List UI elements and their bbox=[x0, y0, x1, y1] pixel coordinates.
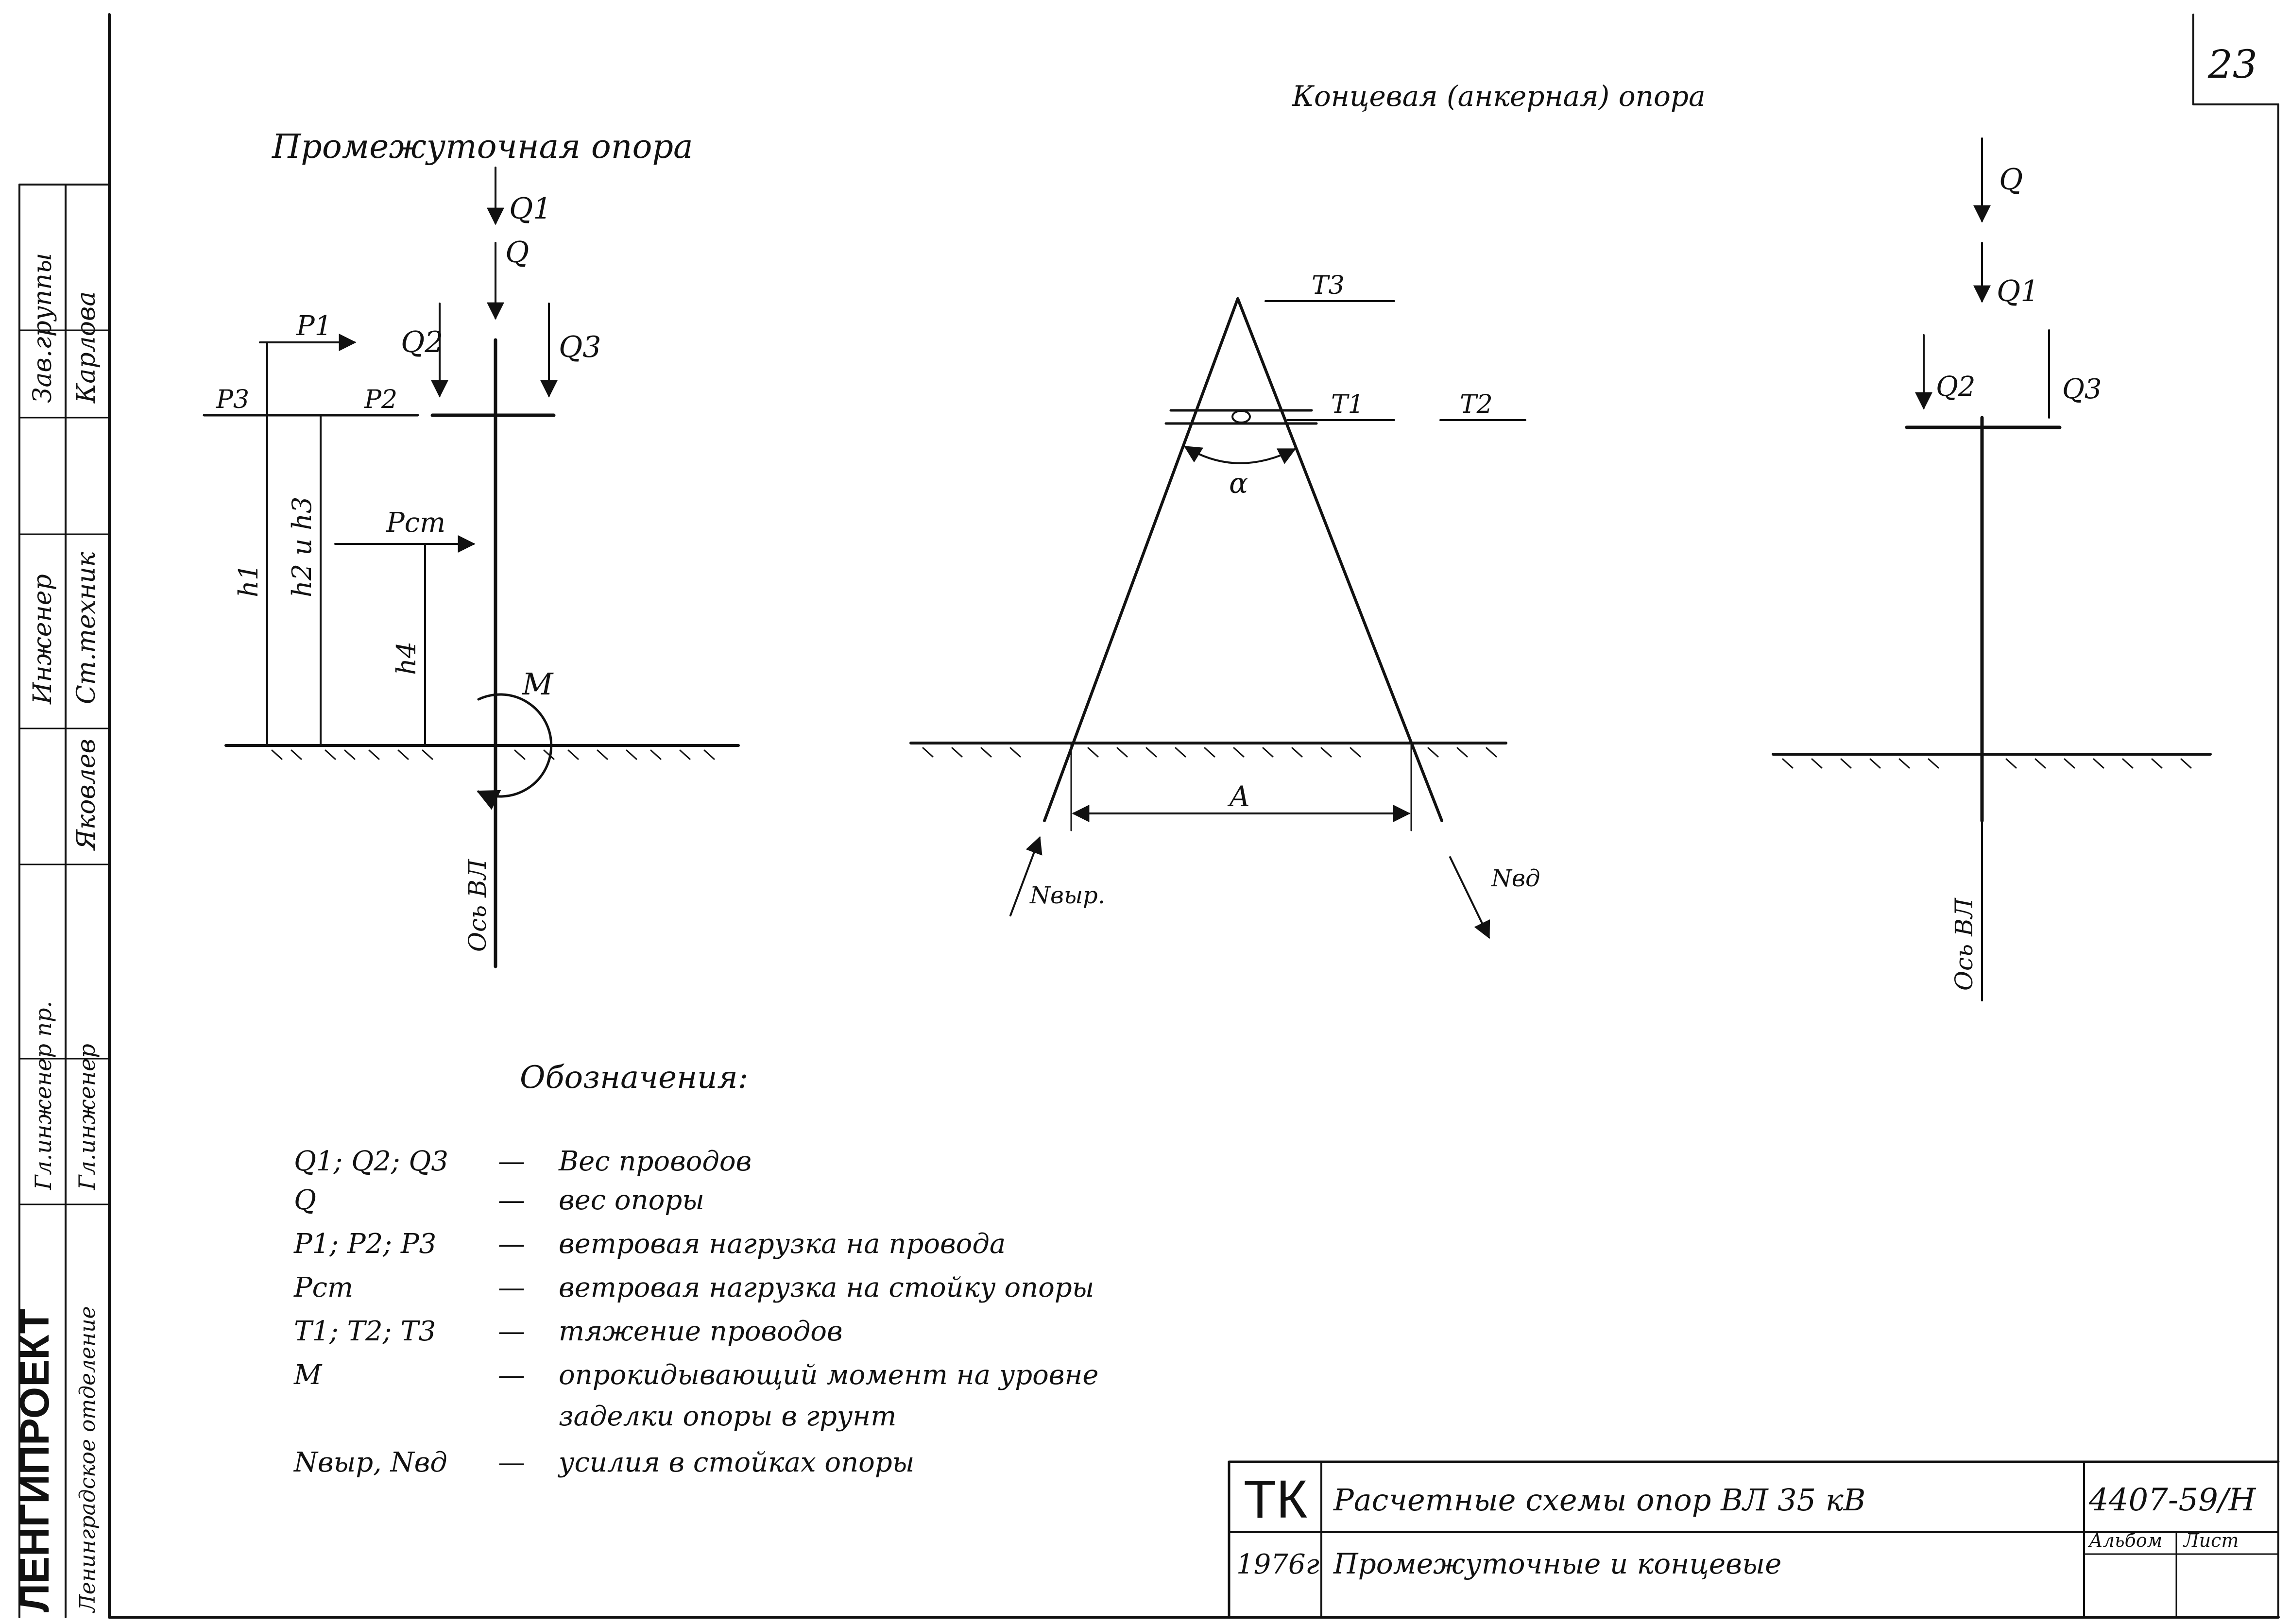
label-h1: h1 bbox=[233, 564, 264, 597]
legend-symbol-6: М bbox=[293, 1359, 323, 1391]
legend-text-3: ветровая нагрузка на провода bbox=[559, 1228, 1006, 1260]
title-stamp-code: ТК bbox=[1244, 1470, 1307, 1529]
intermediate-pole-title: Промежуточная опора bbox=[271, 128, 693, 166]
legend-dash-6: — bbox=[498, 1359, 525, 1391]
anchor-side-view bbox=[1772, 137, 2212, 1001]
label-q2-side: Q2 bbox=[1936, 371, 1976, 403]
label-a: А bbox=[1227, 780, 1250, 813]
label-h2h3: h2 и h3 bbox=[287, 497, 317, 597]
legend-dash-2: — bbox=[498, 1184, 525, 1216]
legend-dash-5: — bbox=[498, 1316, 525, 1347]
legend-dash-1: — bbox=[498, 1146, 525, 1177]
page-number: 23 bbox=[2207, 42, 2257, 87]
anchor-crossarm-joint bbox=[1231, 410, 1251, 423]
label-axis-intermediate: Ось ВЛ bbox=[463, 859, 492, 952]
label-q2-intermediate: Q2 bbox=[401, 325, 443, 359]
legend-dash-3: — bbox=[498, 1228, 525, 1260]
label-nvyr: Nвыр. bbox=[1029, 882, 1105, 909]
legend-symbol-1: Q1; Q2; Q3 bbox=[294, 1146, 448, 1177]
anchor-leg-left bbox=[1043, 297, 1239, 822]
legend-text-8: усилия в стойках опоры bbox=[557, 1447, 914, 1478]
legend: Q1; Q2; Q3 — Вес проводов Q — вес опоры … bbox=[293, 1146, 1098, 1478]
title-line-2: Промежуточные и концевые bbox=[1333, 1547, 1781, 1580]
label-alpha: α bbox=[1229, 467, 1248, 500]
arrow-nvd bbox=[1449, 856, 1490, 939]
stamp-role-4: Гл.инженер пр. bbox=[30, 1001, 56, 1190]
legend-symbol-2: Q bbox=[294, 1184, 316, 1216]
title-block bbox=[1228, 1460, 2280, 1619]
label-q1-intermediate: Q1 bbox=[509, 192, 551, 226]
label-nvd: Nвд bbox=[1491, 865, 1540, 892]
legend-dash-8: — bbox=[498, 1447, 525, 1478]
intermediate-ground-hatch bbox=[271, 749, 715, 760]
legend-symbol-5: T1; T2; T3 bbox=[294, 1316, 436, 1347]
legend-symbol-8: Nвыр, Nвд bbox=[293, 1447, 447, 1478]
label-p2: P2 bbox=[364, 385, 397, 414]
legend-text-4: ветровая нагрузка на стойку опоры bbox=[559, 1272, 1094, 1303]
legend-text-5: тяжение проводов bbox=[559, 1316, 843, 1347]
label-p1: P1 bbox=[296, 310, 332, 342]
legend-symbol-4: Pст bbox=[293, 1272, 353, 1303]
label-q3-intermediate: Q3 bbox=[559, 330, 601, 364]
stamp-organization: ЛЕНГИПРОЕКТ bbox=[12, 1309, 57, 1612]
legend-text-7: заделки опоры в грунт bbox=[559, 1401, 896, 1432]
side-ground-hatch bbox=[1782, 758, 2192, 769]
label-m-intermediate: М bbox=[522, 666, 554, 702]
stamp-name-2: Яковлев bbox=[72, 739, 101, 851]
stamp-role-5: Гл.инженер bbox=[74, 1044, 100, 1190]
legend-symbol-3: P1; P2; P3 bbox=[293, 1228, 436, 1260]
anchor-ground-hatch bbox=[922, 747, 1497, 758]
stamp-role-1: Зав.группы bbox=[28, 253, 57, 403]
anchor-pole-scheme bbox=[909, 297, 1526, 939]
album-label: Альбом bbox=[2087, 1530, 2162, 1551]
legend-text-1: Вес проводов bbox=[558, 1146, 752, 1177]
label-t2: Т2 bbox=[1460, 390, 1493, 419]
legend-title: Обозначения: bbox=[520, 1060, 748, 1096]
stamp-role-2: Инженер bbox=[28, 574, 57, 705]
legend-text-6: опрокидывающий момент на уровне bbox=[559, 1359, 1098, 1391]
label-p3: P3 bbox=[216, 385, 249, 414]
label-q1-side: Q1 bbox=[1997, 274, 2039, 308]
legend-dash-4: — bbox=[498, 1272, 525, 1303]
title-year: 1976г bbox=[1236, 1549, 1319, 1580]
stamp-department: Ленинградское отделение bbox=[75, 1306, 100, 1613]
intermediate-pole-scheme bbox=[203, 167, 740, 968]
document-number: 4407-59/Н bbox=[2088, 1482, 2256, 1518]
anchor-pole-title: Концевая (анкерная) опора bbox=[1292, 80, 1706, 113]
label-h4: h4 bbox=[391, 642, 422, 675]
side-stamp bbox=[18, 184, 110, 1618]
sheet-label: Лист bbox=[2183, 1530, 2239, 1551]
legend-text-2: вес опоры bbox=[559, 1184, 704, 1216]
label-t3: Т3 bbox=[1312, 271, 1345, 300]
label-t1: Т1 bbox=[1331, 390, 1364, 419]
label-q3-side: Q3 bbox=[2062, 373, 2102, 405]
title-line-1: Расчетные схемы опор ВЛ 35 кВ bbox=[1333, 1482, 1865, 1518]
drawing-frame bbox=[108, 13, 2280, 1619]
arrow-nvyr bbox=[1009, 836, 1042, 916]
label-q-side: Q bbox=[1999, 163, 2023, 197]
label-pst: Pст bbox=[386, 507, 445, 539]
angle-alpha-arc bbox=[1183, 446, 1297, 464]
anchor-leg-right bbox=[1236, 297, 1443, 822]
label-q-intermediate: Q bbox=[505, 236, 529, 270]
stamp-name-1: Карлова bbox=[72, 291, 101, 404]
stamp-role-3: Ст.техник bbox=[72, 551, 101, 704]
label-axis-side: Ось ВЛ bbox=[1950, 897, 1978, 991]
